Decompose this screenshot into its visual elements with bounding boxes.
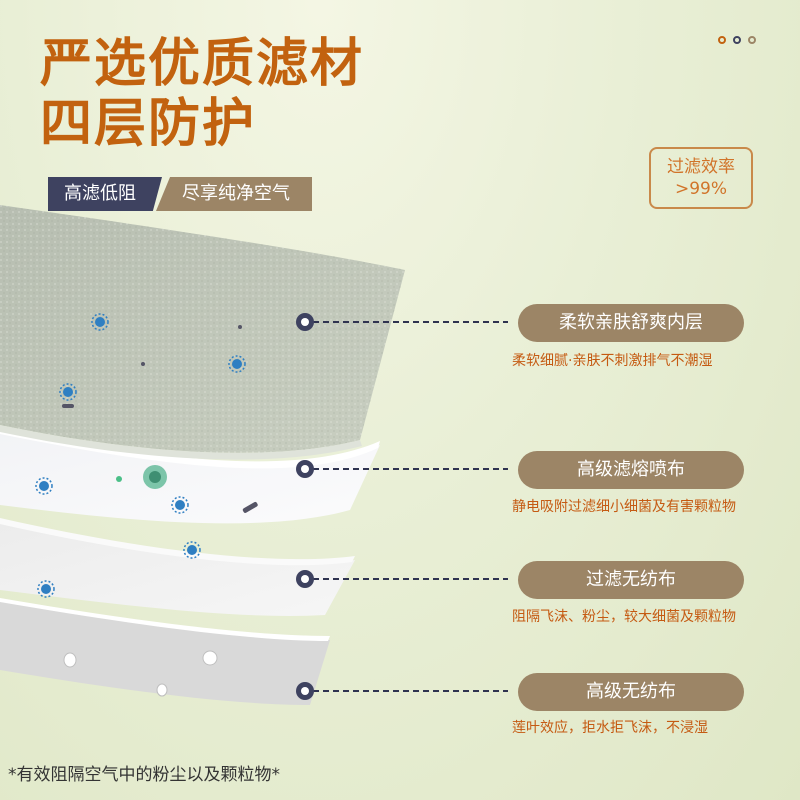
marker-icon: [296, 313, 314, 700]
layer-2-desc: 静电吸附过滤细小细菌及有害颗粒物: [512, 499, 736, 515]
layer-2-label: 高级滤熔喷布: [518, 451, 744, 489]
layer-3-desc: 阻隔飞沫、粉尘，较大细菌及颗粒物: [512, 609, 736, 625]
layer-4-desc: 莲叶效应，拒水拒飞沫，不浸湿: [512, 720, 708, 736]
efficiency-label: 过滤效率: [667, 157, 735, 177]
tag-pure-air: 尽享纯净空气: [156, 177, 312, 211]
efficiency-badge: 过滤效率 >99%: [649, 147, 753, 209]
dot-icon: [733, 36, 741, 44]
layer-1-desc: 柔软细腻·亲肤不刺激排气不潮湿: [512, 353, 713, 369]
layer-2-sheet: [0, 430, 380, 524]
layer-3-label: 过滤无纺布: [518, 561, 744, 599]
layer-4-label: 高级无纺布: [518, 673, 744, 711]
dot-icon: [748, 36, 756, 44]
footnote: *有效阻隔空气中的粉尘以及颗粒物*: [8, 765, 280, 785]
particle-icon: [62, 404, 74, 408]
sub-title: 四层防护: [40, 94, 257, 154]
feature-tags: 高滤低阻 尽享纯净空气: [48, 177, 312, 211]
decor-dots: [718, 36, 756, 44]
layer-1-label: 柔软亲肤舒爽内层: [518, 304, 744, 342]
water-drop-icon: [63, 650, 218, 697]
layer-4-sheet: [0, 600, 330, 705]
bacteria-icon: [39, 317, 242, 594]
efficiency-value: >99%: [674, 179, 728, 199]
layer-3-sheet: [0, 520, 355, 616]
dot-icon: [718, 36, 726, 44]
tag-low-resistance: 高滤低阻: [48, 177, 162, 211]
main-title: 严选优质滤材: [40, 34, 365, 94]
